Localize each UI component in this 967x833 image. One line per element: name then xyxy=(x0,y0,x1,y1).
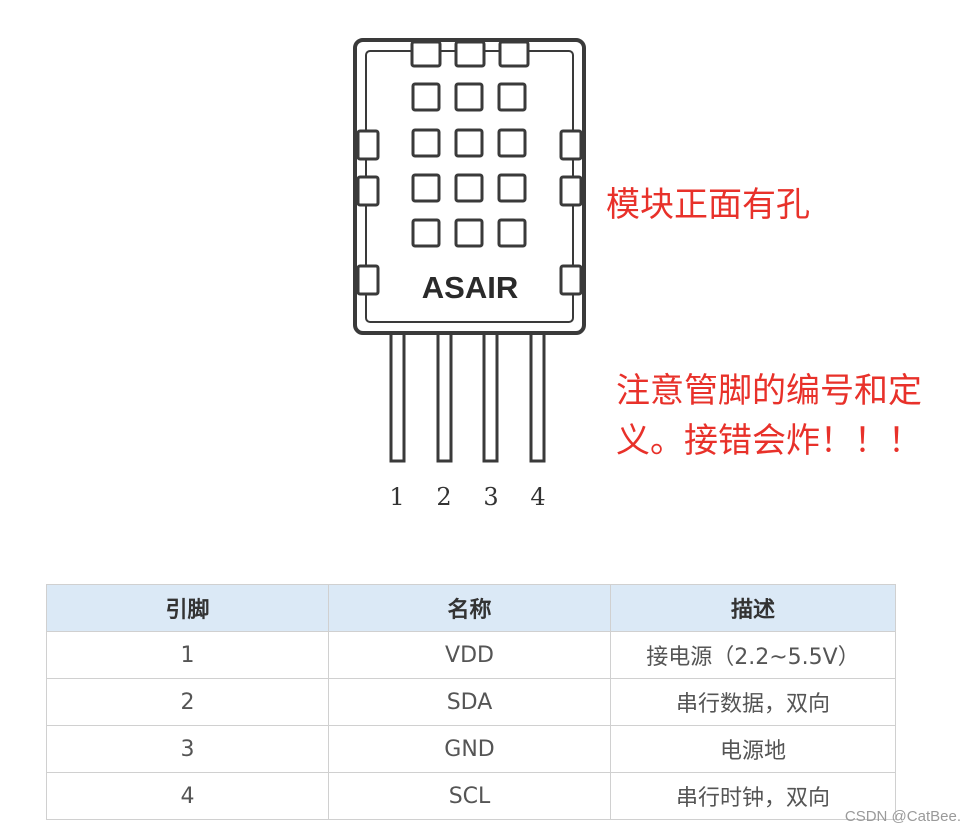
top-tabs xyxy=(410,40,530,68)
table-header-row: 引脚 名称 描述 xyxy=(46,584,896,632)
cell-pin: 4 xyxy=(46,772,329,820)
pin-number-4: 4 xyxy=(530,483,545,511)
table-row: 1 VDD 接电源（2.2~5.5V） xyxy=(46,631,896,679)
cell-pin: 3 xyxy=(46,725,329,773)
cell-description: 接电源（2.2~5.5V） xyxy=(610,631,896,679)
cell-name: VDD xyxy=(328,631,611,679)
side-tabs xyxy=(356,129,583,296)
pin-2 xyxy=(436,331,453,463)
cell-description: 串行时钟，双向 xyxy=(610,772,896,820)
table-row: 3 GND 电源地 xyxy=(46,725,896,773)
pin-number-3: 3 xyxy=(483,483,498,511)
pin-number-1: 1 xyxy=(389,483,404,511)
pin-4 xyxy=(529,331,546,463)
front-holes-note: 模块正面有孔 xyxy=(606,185,810,225)
table-row: 2 SDA 串行数据，双向 xyxy=(46,678,896,726)
cell-name: SDA xyxy=(328,678,611,726)
cell-name: SCL xyxy=(328,772,611,820)
cell-description: 电源地 xyxy=(610,725,896,773)
cell-name: GND xyxy=(328,725,611,773)
cell-pin: 2 xyxy=(46,678,329,726)
header-pin: 引脚 xyxy=(46,584,329,632)
pin-warning-note: 注意管脚的编号和定 义。接错会炸！！！ xyxy=(616,366,922,466)
sensor-pins xyxy=(389,331,546,463)
header-description: 描述 xyxy=(610,584,896,632)
pin-warning-line-1: 注意管脚的编号和定 xyxy=(616,371,922,411)
cell-pin: 1 xyxy=(46,631,329,679)
table-row: 4 SCL 串行时钟，双向 xyxy=(46,772,896,820)
pin-3 xyxy=(482,331,499,463)
header-name: 名称 xyxy=(328,584,611,632)
pin-1 xyxy=(389,331,406,463)
brand-label: ASAIR xyxy=(422,270,518,305)
watermark: CSDN @CatBee. xyxy=(844,808,961,825)
cell-description: 串行数据，双向 xyxy=(610,678,896,726)
sensor-diagram: ASAIR 1 2 3 4 xyxy=(353,38,586,511)
pin-numbers: 1 2 3 4 xyxy=(389,483,545,511)
vent-holes xyxy=(411,82,527,248)
pin-warning-line-2: 义。接错会炸！！！ xyxy=(616,421,922,461)
pin-number-2: 2 xyxy=(436,483,451,511)
pin-table: 引脚 名称 描述 1 VDD 接电源（2.2~5.5V） 2 SDA 串行数据，… xyxy=(46,584,896,820)
